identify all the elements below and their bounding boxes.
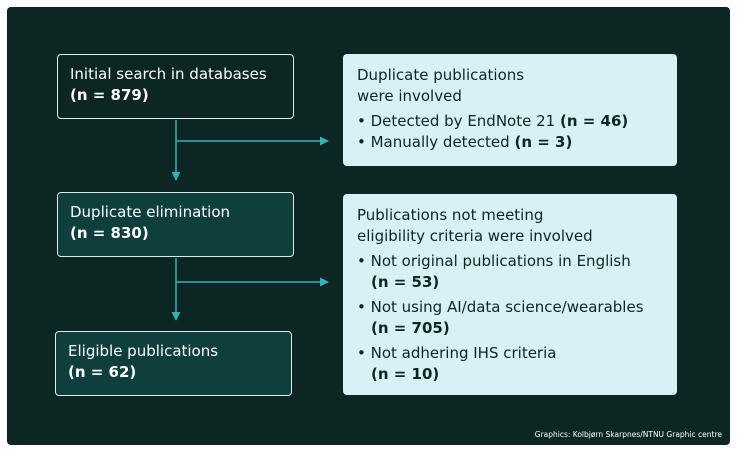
- eligible-publications-title: Eligible publications: [68, 342, 219, 360]
- list-item-count: (n = 705): [371, 319, 450, 337]
- initial-search-count: (n = 879): [70, 86, 149, 104]
- list-item-label: • Detected by EndNote 21: [357, 112, 556, 130]
- list-item-label: • Not original publications in English: [357, 252, 631, 270]
- list-item-count: (n = 53): [371, 273, 440, 291]
- list-item-count: (n = 46): [559, 112, 629, 130]
- duplicates-title-line2: were involved: [357, 87, 462, 105]
- criteria-excluded-box: Publications not meeting eligibility cri…: [343, 194, 677, 395]
- criteria-title-line2: eligibility criteria were involved: [357, 227, 593, 245]
- duplicates-excluded-box: Duplicate publications were involved • D…: [343, 54, 677, 166]
- list-item-label: • Manually detected: [357, 133, 510, 151]
- list-item-count: (n = 3): [514, 133, 573, 151]
- list-item-count: (n = 10): [371, 365, 440, 383]
- duplicate-elimination-title: Duplicate elimination: [70, 203, 231, 221]
- list-item: • Manually detected (n = 3): [357, 132, 677, 153]
- duplicates-title-line1: Duplicate publications: [357, 66, 525, 84]
- eligible-publications-count: (n = 62): [68, 363, 137, 381]
- graphics-credit: Graphics: Kolbjørn Skarpnes/NTNU Graphic…: [534, 430, 722, 439]
- initial-search-box: Initial search in databases (n = 879): [57, 54, 294, 119]
- criteria-title-line1: Publications not meeting: [357, 206, 544, 224]
- duplicate-elimination-count: (n = 830): [70, 224, 149, 242]
- duplicate-elimination-box: Duplicate elimination (n = 830): [57, 192, 294, 257]
- initial-search-title: Initial search in databases: [70, 65, 267, 83]
- eligible-publications-box: Eligible publications (n = 62): [55, 331, 292, 396]
- list-item: • Detected by EndNote 21 (n = 46): [357, 111, 677, 132]
- list-item-label: • Not using AI/data science/wearables: [357, 298, 644, 316]
- list-item-label: • Not adhering IHS criteria: [357, 344, 557, 362]
